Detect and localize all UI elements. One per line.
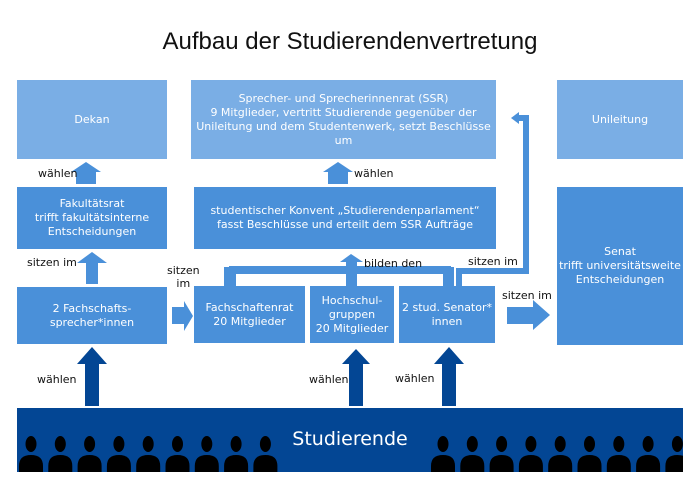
box-dekan: Dekan	[17, 80, 167, 159]
person-icon	[165, 436, 190, 472]
label-waehlen-sen: wählen	[395, 372, 435, 385]
label-sitzen-im-ssr: sitzen im	[468, 255, 518, 268]
box-konvent: studentischer Konvent „Studierendenparla…	[194, 187, 496, 249]
label-waehlen-dekan: wählen	[38, 167, 78, 180]
label-bilden-den: bilden den	[364, 257, 423, 270]
arrow-up-studierende-fs	[77, 347, 107, 406]
arrow-up-studierende-hg	[342, 349, 370, 406]
person-icon	[665, 436, 683, 472]
bracket-mid-leg	[346, 267, 357, 286]
box-fakultaetsrat: Fakultätsrat trifft fakultätsinterne Ent…	[17, 187, 167, 249]
person-icon	[253, 436, 278, 472]
label-sitzen-im-senat: sitzen im	[502, 289, 552, 302]
diagram-title: Aufbau der Studierendenvertretung	[162, 28, 538, 55]
arrow-up-studierende-sen	[434, 347, 464, 406]
person-icon	[636, 436, 661, 472]
person-icon	[77, 436, 102, 472]
person-icon	[431, 436, 455, 472]
arrow-left-ssr	[511, 112, 519, 124]
bracket-right-leg	[443, 267, 454, 286]
person-icon	[548, 436, 573, 472]
person-icon	[224, 436, 249, 472]
arrow-up-konvent-ssr	[323, 162, 353, 184]
label-sitzen-im-fakrat: sitzen im	[27, 256, 77, 269]
figures-layer	[19, 436, 683, 472]
box-unileitung: Unileitung	[557, 80, 683, 159]
person-icon	[19, 436, 43, 472]
box-hochschulgruppen: Hochschul- gruppen 20 Mitglieder	[310, 286, 394, 343]
connector-senatoren-ssr	[456, 115, 529, 286]
students-label: Studierende	[292, 428, 408, 450]
box-ssr: Sprecher- und Sprecherinnenrat (SSR) 9 M…	[191, 80, 496, 159]
label-waehlen-fs: wählen	[37, 373, 77, 386]
person-icon	[489, 436, 514, 472]
box-senat: Senat trifft universitätsweite Entscheid…	[557, 187, 683, 345]
students-bar: Studierende	[17, 408, 683, 472]
person-icon	[460, 436, 485, 472]
person-icon	[577, 436, 602, 472]
label-sitzen-im-fsr: sitzen im	[167, 264, 200, 290]
arrow-right-fs-fsr	[172, 301, 193, 331]
label-waehlen-ssr: wählen	[354, 167, 394, 180]
arrow-right-sen-senat	[507, 300, 550, 330]
person-icon	[106, 436, 131, 472]
person-icon	[194, 436, 219, 472]
person-icon	[48, 436, 73, 472]
person-icon	[136, 436, 161, 472]
arrow-up-fs-fakrat	[77, 252, 107, 284]
box-fachschaftenrat: Fachschaftenrat 20 Mitglieder	[194, 286, 305, 343]
person-icon	[518, 436, 543, 472]
label-waehlen-hg: wählen	[309, 373, 349, 386]
person-icon	[606, 436, 631, 472]
arrow-up-bilden-den	[340, 254, 363, 268]
arrow-up-fakrat-dekan	[71, 162, 101, 184]
bracket-bar	[224, 267, 454, 274]
box-senatoren: 2 stud. Senator* innen	[399, 286, 495, 343]
box-fachschaftssprecher: 2 Fachschafts- sprecher*innen	[17, 287, 167, 344]
